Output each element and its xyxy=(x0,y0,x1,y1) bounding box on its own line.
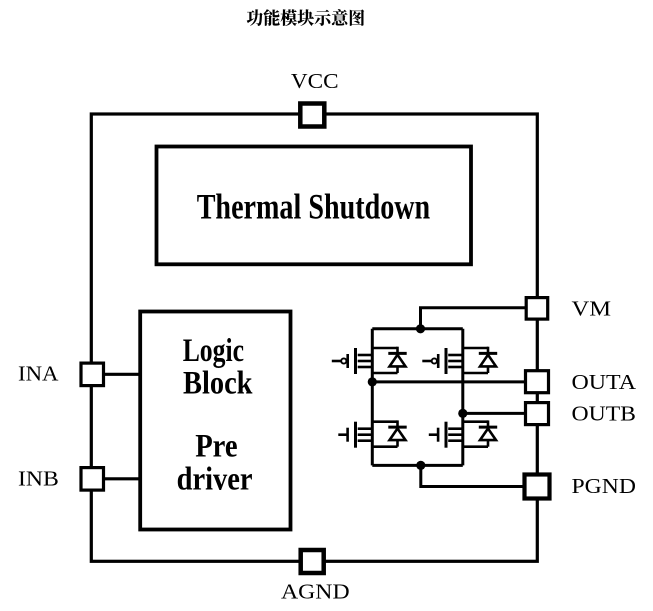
svg-text:driver: driver xyxy=(177,462,253,498)
svg-text:OUTB: OUTB xyxy=(572,402,637,426)
svg-text:Logic: Logic xyxy=(183,333,244,369)
svg-text:INB: INB xyxy=(18,467,59,491)
svg-text:Pre: Pre xyxy=(195,428,237,464)
svg-text:VCC: VCC xyxy=(291,69,339,93)
svg-text:Thermal Shutdown: Thermal Shutdown xyxy=(197,186,431,226)
svg-text:VM: VM xyxy=(572,296,612,320)
svg-text:OUTA: OUTA xyxy=(572,370,637,394)
svg-text:AGND: AGND xyxy=(281,579,350,603)
svg-text:INA: INA xyxy=(18,361,59,385)
svg-text:PGND: PGND xyxy=(572,474,636,498)
svg-text:Block: Block xyxy=(183,366,253,402)
